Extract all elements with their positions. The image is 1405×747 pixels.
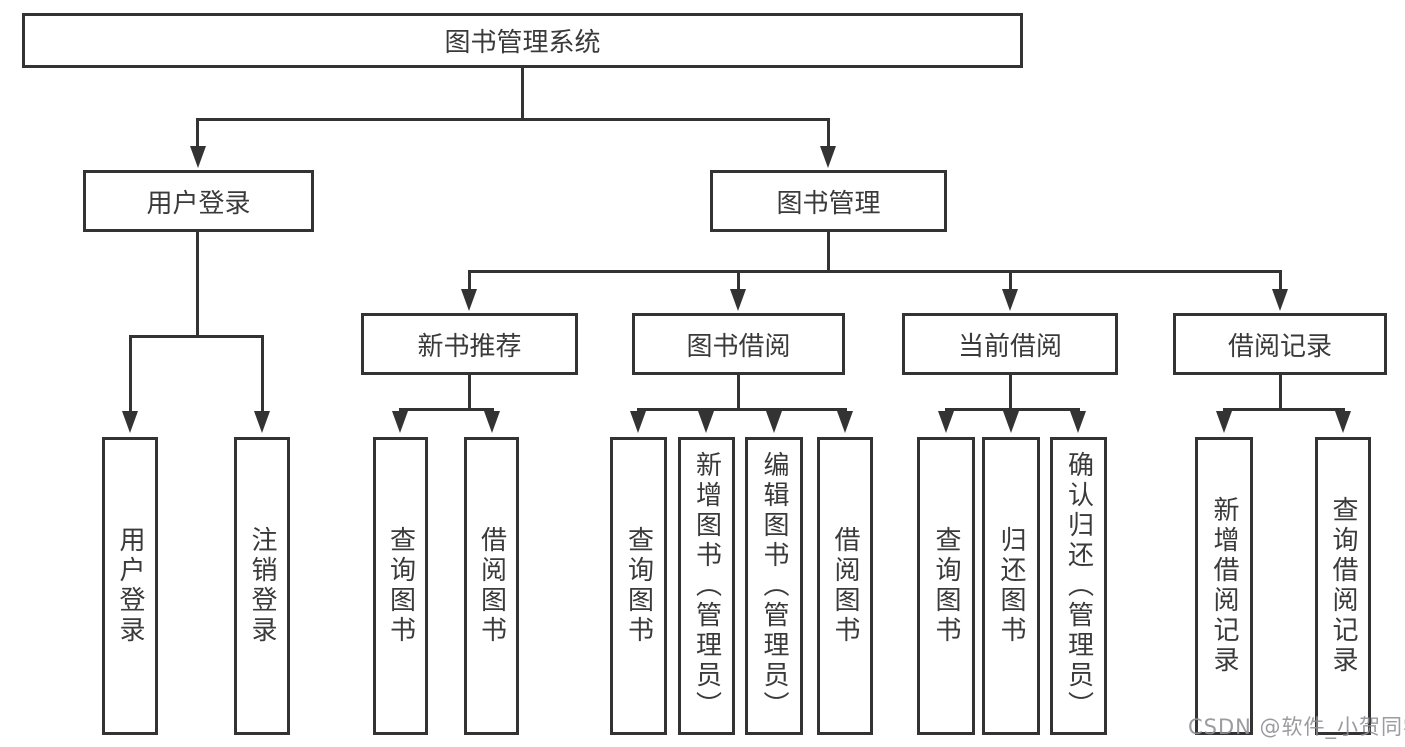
node-root: 图书管理系统 — [22, 13, 1023, 68]
node-user-login: 用户登录 — [83, 170, 314, 232]
connector-user-login-drop — [196, 118, 199, 148]
node-book-management: 图书管理 — [710, 170, 947, 232]
arrowhead-bb-leaf1 — [630, 411, 646, 433]
arrowhead-cb-leaf3 — [1070, 411, 1086, 433]
node-current-borrowing: 当前借阅 — [902, 313, 1118, 375]
node-book-borrowing: 图书借阅 — [632, 313, 845, 375]
leaf-user-login: 用户登录 — [102, 437, 158, 735]
node-new-book-recommend: 新书推荐 — [361, 313, 578, 375]
arrowhead-book-mgmt — [820, 146, 836, 168]
leaf-bb-edit-books-admin: 编辑图书（管理员） — [745, 437, 803, 735]
arrowhead-bb-leaf2 — [698, 411, 714, 433]
leaf-br-query-record: 查询借阅记录 — [1315, 437, 1371, 735]
connector-cb-stem — [1009, 375, 1012, 408]
arrowhead-bb-leaf3 — [766, 411, 782, 433]
connector-bm-stem — [827, 232, 830, 270]
leaf-nr-query-books: 查询图书 — [373, 437, 428, 735]
arrowhead-cb-leaf1 — [938, 411, 954, 433]
connector-l3-drop-4 — [1279, 270, 1282, 291]
connector-nr-branch — [399, 408, 494, 411]
arrowhead-br-leaf2 — [1335, 411, 1351, 433]
connector-ul-leaf2-drop — [261, 335, 264, 413]
connector-br-branch — [1223, 408, 1345, 411]
arrowhead-book-borrow — [730, 289, 746, 311]
leaf-bb-add-books-admin: 新增图书（管理员） — [678, 437, 735, 735]
arrowhead-br-leaf1 — [1216, 411, 1232, 433]
connector-br-stem — [1279, 375, 1282, 408]
connector-root-stem — [521, 68, 524, 118]
arrowhead-nr-leaf1 — [392, 411, 408, 433]
leaf-cb-query-books: 查询图书 — [917, 437, 975, 735]
connector-ul-branch — [129, 335, 264, 338]
connector-nr-stem — [468, 375, 471, 408]
arrowhead-new-book-rec — [461, 289, 477, 311]
arrowhead-borrow-records — [1272, 289, 1288, 311]
arrowhead-cb-leaf2 — [1003, 411, 1019, 433]
arrowhead-ul-leaf1 — [122, 411, 138, 433]
connector-bm-branch — [468, 270, 1282, 273]
leaf-cb-return-books: 归还图书 — [982, 437, 1040, 735]
leaf-logout-login: 注销登录 — [234, 437, 290, 735]
leaf-bb-borrow-books: 借阅图书 — [817, 437, 873, 735]
connector-bb-stem — [737, 375, 740, 408]
arrowhead-bb-leaf4 — [837, 411, 853, 433]
arrowhead-ul-leaf2 — [254, 411, 270, 433]
leaf-br-add-record: 新增借阅记录 — [1195, 437, 1253, 735]
connector-book-mgmt-drop — [827, 118, 830, 148]
connector-level2-branch — [196, 118, 830, 121]
connector-l3-drop-3 — [1009, 270, 1012, 291]
connector-l3-drop-2 — [737, 270, 740, 291]
arrowhead-current-borrow — [1002, 289, 1018, 311]
arrowhead-nr-leaf2 — [484, 411, 500, 433]
connector-l3-drop-1 — [468, 270, 471, 291]
arrowhead-user-login — [190, 146, 206, 168]
connector-ul-stem — [196, 232, 199, 335]
leaf-bb-query-books: 查询图书 — [610, 437, 667, 735]
watermark: CSDN @软件_小贺同学 — [1188, 715, 1405, 739]
leaf-nr-borrow-books: 借阅图书 — [464, 437, 519, 735]
connector-bb-branch — [637, 408, 847, 411]
connector-ul-leaf1-drop — [129, 335, 132, 413]
leaf-cb-confirm-return-admin: 确认归还（管理员） — [1050, 437, 1107, 735]
node-borrowing-records: 借阅记录 — [1173, 313, 1387, 375]
